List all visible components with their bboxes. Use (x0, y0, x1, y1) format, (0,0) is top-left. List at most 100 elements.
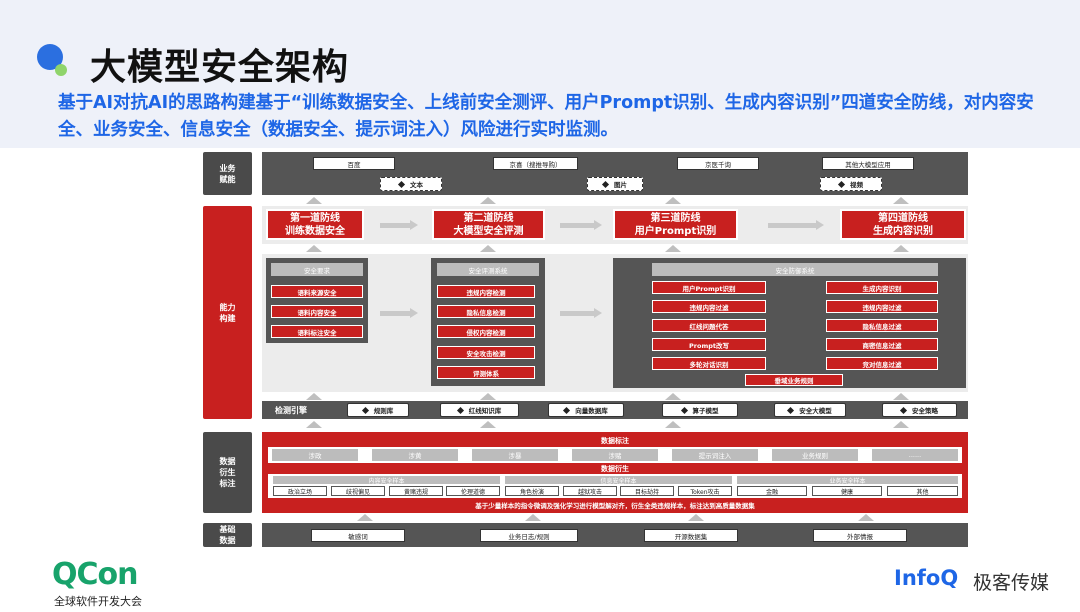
security-req-item: 语料内容安全 (271, 305, 363, 318)
defense-left-item: 红线问题代答 (652, 319, 766, 332)
page-title: 大模型安全架构 (90, 47, 350, 88)
derive-group-title: 内容安全样本 (273, 476, 500, 485)
up-arrow-icon (357, 514, 373, 522)
mode-text: 文本 (380, 177, 442, 191)
defense-right-item: 生成内容识别 (826, 281, 938, 294)
derive-item: 黄赌违规 (389, 486, 443, 496)
data-label-item: 涉政 (272, 449, 358, 461)
qcon-logo: QCon (52, 557, 138, 592)
mode-image: 图片 (587, 177, 643, 191)
up-arrow-icon (306, 197, 322, 205)
defense-line-1: 第一道防线训练数据安全 (266, 209, 364, 240)
eval-item: 隐私信息检测 (437, 305, 535, 318)
derive-item: 越狱攻击 (563, 486, 617, 496)
up-arrow-icon (306, 421, 322, 429)
defense-line-title: 第一道防线 (290, 212, 340, 224)
engine-item-label: 算子模型 (692, 407, 719, 415)
label-business: 业务 赋能 (203, 152, 252, 195)
data-label-item: 业务规则 (772, 449, 858, 461)
qcon-subtitle: 全球软件开发大会 (54, 595, 142, 608)
mode-video: 视频 (820, 177, 882, 191)
up-arrow-icon (688, 514, 704, 522)
data-label-title: 数据标注 (601, 437, 629, 445)
security-req-title: 安全要求 (271, 263, 363, 276)
infoq-logo: InfoQ (894, 566, 959, 590)
diamond-icon (899, 406, 908, 414)
data-label-item: 涉暴 (472, 449, 558, 461)
right-arrow-icon (768, 220, 824, 230)
defense-line-subtitle: 大模型安全评测 (453, 225, 524, 237)
vertical-domain-rules: 垂域业务规则 (745, 374, 843, 386)
diamond-icon (563, 406, 571, 414)
defense-line-title: 第四道防线 (878, 212, 928, 224)
up-arrow-icon (480, 393, 496, 401)
derive-item: Token攻击 (678, 486, 732, 496)
derive-item: 其他 (887, 486, 958, 496)
engine-item-label: 安全策略 (912, 407, 938, 415)
eval-system-panel (431, 258, 545, 386)
defense-system-title: 安全防御系统 (652, 263, 938, 276)
eval-system-title: 安全评测系统 (437, 263, 539, 276)
diamond-icon (361, 406, 369, 414)
data-derive-footer: 基于少量样本的指令微调及强化学习进行模型解对齐，衍生全类违规样本，标注达到高质量… (475, 502, 755, 510)
diamond-icon (787, 406, 795, 414)
base-data-item: 业务日志/规则 (480, 529, 578, 542)
app-box: 百度 (313, 157, 395, 170)
security-req-item: 语料标注安全 (271, 325, 363, 338)
mode-label: 文本 (410, 181, 423, 189)
eval-item: 侵权内容检测 (437, 325, 535, 338)
defense-right-item: 违规内容过滤 (826, 300, 938, 313)
right-arrow-icon (560, 308, 602, 318)
up-arrow-icon (893, 245, 909, 253)
app-box: 京医千询 (677, 157, 759, 170)
label-data: 数据 衍生 标注 (203, 432, 252, 513)
up-arrow-icon (665, 197, 681, 205)
up-arrow-icon (480, 421, 496, 429)
data-label-item: 提示词注入 (672, 449, 758, 461)
defense-line-subtitle: 训练数据安全 (285, 225, 345, 237)
base-data-item: 敏感词 (311, 529, 405, 542)
eval-item: 安全攻击检测 (437, 346, 535, 359)
defense-left-item: 违规内容过滤 (652, 300, 766, 313)
label-capability: 能力 构建 (203, 206, 252, 419)
up-arrow-icon (480, 245, 496, 253)
defense-line-4: 第四道防线生成内容识别 (840, 209, 966, 240)
derive-item: 角色扮演 (505, 486, 559, 496)
derive-item: 伦理道德 (446, 486, 500, 496)
engine-item-label: 向量数据库 (575, 407, 608, 415)
app-box: 其他大模型应用 (822, 157, 914, 170)
engine-item: 安全策略 (882, 403, 957, 417)
right-arrow-icon (380, 220, 418, 230)
derive-item: 健康 (812, 486, 882, 496)
engine-item: 算子模型 (662, 403, 738, 417)
engine-item-label: 红线知识库 (468, 407, 502, 415)
mode-label: 图片 (614, 181, 627, 189)
defense-line-2: 第二道防线大模型安全评测 (432, 209, 545, 240)
engine-item: 安全大模型 (774, 403, 846, 417)
geekmedia-logo: 极客传媒 (973, 572, 1050, 594)
diamond-icon (456, 406, 464, 414)
up-arrow-icon (525, 514, 541, 522)
derive-group-title: 信息安全样本 (505, 476, 732, 485)
right-arrow-icon (560, 220, 602, 230)
engine-item: 规则库 (347, 403, 409, 417)
defense-line-subtitle: 用户Prompt识别 (634, 225, 717, 237)
page-subtitle: 基于AI对抗AI的思路构建基于“训练数据安全、上线前安全测评、用户Prompt识… (58, 93, 1034, 140)
eval-item: 违规内容检测 (437, 285, 535, 298)
diamond-icon (601, 180, 610, 188)
app-box: 京喜（搜推导购） (493, 157, 578, 170)
defense-line-subtitle: 生成内容识别 (873, 225, 933, 237)
diamond-icon (837, 180, 846, 188)
data-derive-title: 数据衍生 (601, 465, 629, 473)
up-arrow-icon (858, 514, 874, 522)
derive-item: 政治立场 (273, 486, 327, 496)
up-arrow-icon (893, 421, 909, 429)
defense-right-item: 竞对信息过滤 (826, 357, 938, 370)
label-base: 基础 数据 (203, 523, 252, 547)
eval-item: 评测体系 (437, 366, 535, 379)
title-dot-accent-icon (55, 64, 67, 76)
defense-left-item: 用户Prompt识别 (652, 281, 766, 294)
right-arrow-icon (380, 308, 418, 318)
footer (0, 552, 1080, 612)
up-arrow-icon (306, 245, 322, 253)
